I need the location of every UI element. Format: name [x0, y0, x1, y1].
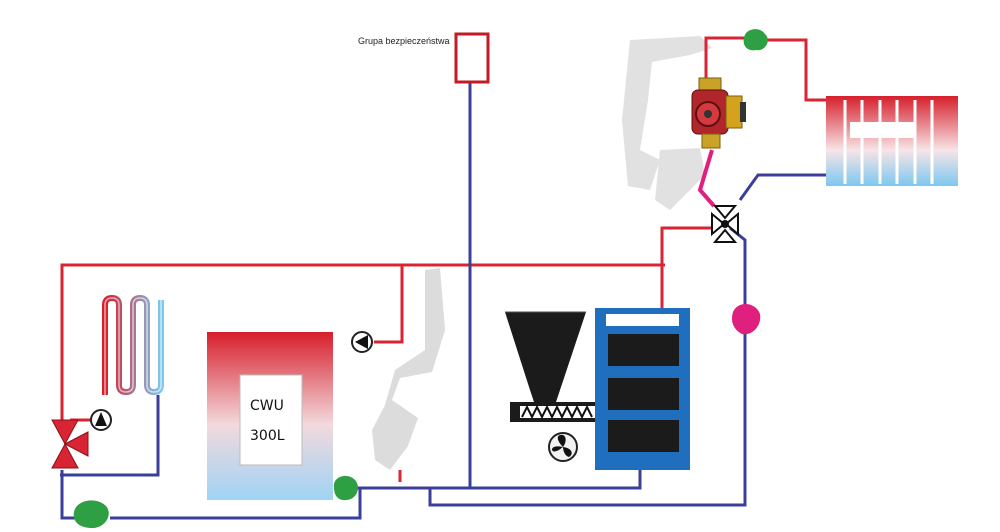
tank-label-line1: CWU: [250, 398, 284, 414]
valve-green-top: [743, 29, 768, 51]
coil-heat-exchanger: [102, 294, 164, 396]
pump-pipe: [697, 149, 716, 208]
boiler: [595, 308, 690, 470]
fuel-hopper: [505, 311, 586, 402]
fan-icon: [548, 432, 578, 462]
check-valve-magenta: [732, 303, 761, 335]
erased-area-top-right: [622, 36, 712, 210]
three-way-valve-icon: [51, 419, 89, 469]
auger-icon: [510, 402, 600, 422]
supply-pipes: [60, 36, 830, 482]
green-valves: [73, 29, 768, 528]
return-pipes: [60, 82, 830, 520]
tank-label-plate: [239, 374, 303, 466]
check-valve-icon: [351, 331, 373, 353]
valve-green-bottom-left: [73, 500, 109, 528]
tank-label-line2: 300L: [250, 428, 285, 444]
erased-area-middle: [372, 268, 445, 470]
valve-green-tank-outlet: [333, 475, 359, 501]
safety-group-label: Grupa bezpieczeństwa: [358, 36, 450, 46]
circulation-pump-icon: [691, 77, 746, 149]
pump-icon: [90, 409, 112, 431]
radiator: [826, 96, 958, 186]
safety-group-box: [454, 32, 490, 84]
four-way-valve-icon: [711, 205, 739, 243]
